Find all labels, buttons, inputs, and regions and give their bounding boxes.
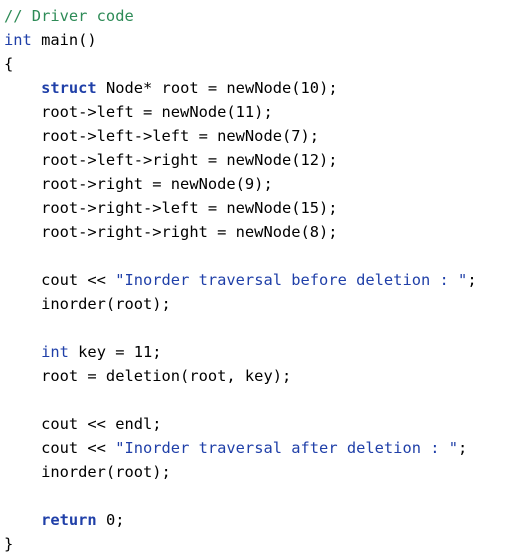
code-text: inorder(root); [4,295,171,313]
code-line: cout << "Inorder traversal after deletio… [0,436,529,460]
code-text [4,511,41,529]
code-line [0,244,529,268]
code-line: inorder(root); [0,292,529,316]
code-text: cout << [4,439,116,457]
code-text: root->left->right = newNode(12); [4,151,338,169]
code-line: { [0,52,529,76]
code-text [4,343,41,361]
code-text: root->right->right = newNode(8); [4,223,338,241]
code-line: struct Node* root = newNode(10); [0,76,529,100]
code-text: inorder(root); [4,463,171,481]
code-text: ; [467,271,477,289]
code-type-keyword: int [41,343,69,361]
code-comment: // Driver code [4,7,134,25]
code-text: key = 11; [68,343,162,361]
code-line [0,484,529,508]
code-string-literal: "Inorder traversal before deletion : " [115,271,468,289]
code-line [0,316,529,340]
code-line: int main() [0,28,529,52]
code-text: ; [458,439,468,457]
code-line: root = deletion(root, key); [0,364,529,388]
code-line: } [0,532,529,556]
code-line: root->right->left = newNode(15); [0,196,529,220]
code-line: int key = 11; [0,340,529,364]
code-text [4,79,41,97]
code-text: root = deletion(root, key); [4,367,292,385]
code-text: root->left = newNode(11); [4,103,273,121]
code-line: inorder(root); [0,460,529,484]
code-line: cout << "Inorder traversal before deleti… [0,268,529,292]
code-line: root->left->left = newNode(7); [0,124,529,148]
code-text: main() [31,31,97,49]
code-line: root->left = newNode(11); [0,100,529,124]
code-text: 0; [96,511,125,529]
code-text: Node* root = newNode(10); [96,79,338,97]
code-line: return 0; [0,508,529,532]
code-line: root->right = newNode(9); [0,172,529,196]
code-line: // Driver code [0,4,529,28]
code-string-literal: "Inorder traversal after deletion : " [115,439,459,457]
code-text: root->right = newNode(9); [4,175,273,193]
code-keyword: struct [41,79,97,97]
code-line: root->left->right = newNode(12); [0,148,529,172]
code-keyword: return [41,511,97,529]
code-text: cout << [4,271,116,289]
code-line: cout << endl; [0,412,529,436]
code-text: { [4,55,14,73]
code-line [0,388,529,412]
code-type-keyword: int [4,31,32,49]
code-text: root->left->left = newNode(7); [4,127,320,145]
code-text: } [4,535,14,553]
code-text: root->right->left = newNode(15); [4,199,338,217]
code-line: root->right->right = newNode(8); [0,220,529,244]
code-text: cout << endl; [4,415,162,433]
